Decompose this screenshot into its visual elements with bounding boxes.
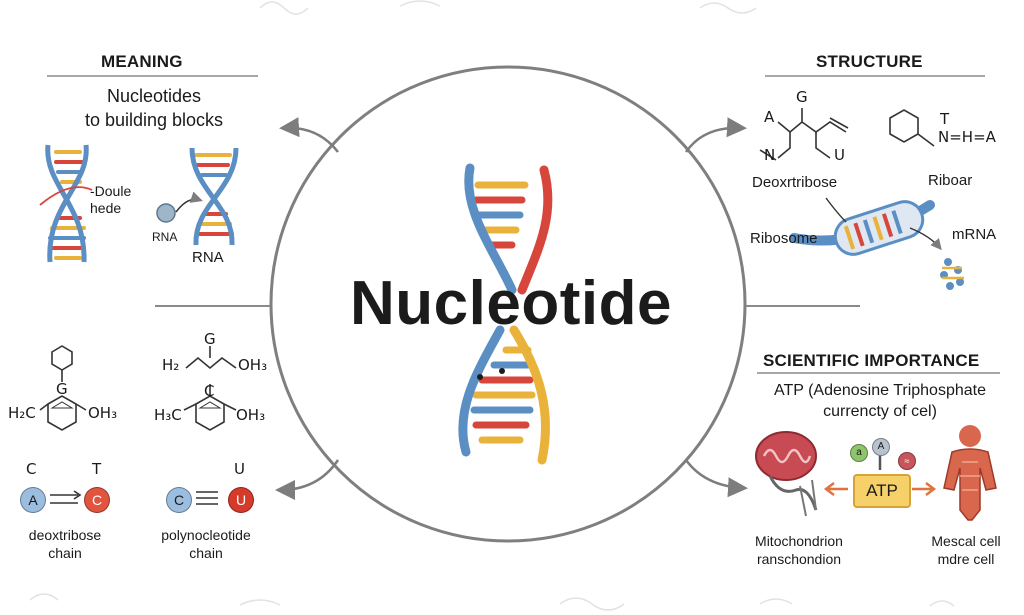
pair2-caption-line1: polynocleotide bbox=[161, 527, 251, 543]
base-a-circle: A bbox=[20, 487, 46, 513]
pair1-caption-line1: deoxtribose bbox=[28, 527, 102, 543]
ring2-right-label: OH₃ bbox=[236, 406, 266, 424]
muscle-caption-line1: Mescal cell bbox=[931, 533, 1001, 549]
importance-heading: SCIENTIFIC IMPORTANCE bbox=[763, 351, 980, 370]
pair2-caption: polynocleotide chain bbox=[146, 526, 266, 562]
mito-caption-line1: Mitochondrion bbox=[755, 533, 843, 549]
base-pair-bonds bbox=[50, 490, 218, 505]
ring1-left-label: H₂C bbox=[8, 404, 36, 422]
pair1-caption-line2: chain bbox=[48, 545, 82, 561]
ribo-t-label: T bbox=[940, 110, 950, 128]
base-c-blue-circle: C bbox=[166, 487, 192, 513]
central-dna-helix bbox=[458, 163, 553, 465]
pair1-top-right-label: T bbox=[92, 460, 102, 478]
meaning-rna-icon bbox=[156, 147, 239, 246]
meaning-dna-icon bbox=[39, 144, 93, 263]
muscle-body-icon bbox=[943, 425, 997, 521]
atp-flow-arrows bbox=[823, 455, 937, 496]
mrna-label: mRNA bbox=[952, 226, 997, 243]
pair2-caption-line2: chain bbox=[189, 545, 223, 561]
ring1-right-label: OH₃ bbox=[88, 404, 118, 422]
meaning-subtitle-line2: to building blocks bbox=[84, 110, 224, 130]
ribo-label: Riboar bbox=[928, 172, 973, 189]
divider-lines bbox=[47, 75, 1000, 374]
importance-text: ATP (Adenosine Triphosphate currencty of… bbox=[760, 380, 1000, 422]
base-ring-structures bbox=[39, 345, 237, 431]
base-c-circle: C bbox=[84, 487, 110, 513]
muscle-caption-line2: mdre cell bbox=[937, 551, 995, 567]
ring2-left-label: H₃C bbox=[154, 406, 182, 424]
muscle-caption: Mescal cell mdre cell bbox=[916, 532, 1016, 568]
central-circle bbox=[269, 65, 747, 543]
chem-u-label: U bbox=[834, 146, 845, 164]
importance-line2: currencty of cel) bbox=[823, 403, 937, 420]
atp-box: ATP bbox=[853, 474, 911, 508]
badge-muscle-icon: ≈ bbox=[898, 452, 916, 470]
structure-heading: STRUCTURE bbox=[816, 52, 923, 71]
rna-small-label: RNA bbox=[152, 230, 178, 244]
mito-caption-line2: ranschondion bbox=[756, 551, 842, 567]
structure-chem-sketch bbox=[759, 108, 849, 161]
meaning-subtitle-line1: Nucleotides bbox=[106, 86, 202, 106]
chain-oh3-label: OH₃ bbox=[238, 356, 268, 374]
ring2-top-label: C bbox=[204, 382, 215, 400]
chain-g-label: G bbox=[204, 330, 216, 348]
badge-a-green: a bbox=[850, 444, 868, 462]
main-title: Nucleotide bbox=[350, 269, 672, 338]
connector-arrows bbox=[275, 117, 748, 500]
importance-line1: ATP (Adenosine Triphosphate bbox=[774, 382, 986, 399]
dna-label: -Doule hede bbox=[90, 183, 131, 217]
ribosome-label: Ribosome bbox=[750, 230, 818, 247]
dna-label-line2: hede bbox=[90, 200, 122, 216]
chem-n-label: N bbox=[764, 146, 776, 164]
chain-h2-label: H₂ bbox=[162, 356, 180, 374]
mitochondrion-icon bbox=[755, 431, 818, 517]
ribo-nha-label: N=H=A bbox=[938, 128, 996, 146]
ribosome-icon bbox=[789, 197, 964, 290]
pair1-caption: deoxtribose chain bbox=[10, 526, 120, 562]
chem-g-label: G bbox=[796, 88, 808, 106]
base-u-circle: U bbox=[228, 487, 254, 513]
badge-a-grey: A bbox=[872, 438, 890, 456]
rna-label: RNA bbox=[192, 249, 224, 266]
mito-caption: Mitochondrion ranschondion bbox=[744, 532, 854, 568]
pair1-top-left-label: C bbox=[26, 460, 37, 478]
deoxyribose-label: Deoxrtribose bbox=[752, 174, 838, 191]
ring1-top-label: G bbox=[56, 380, 68, 398]
meaning-heading: MEANING bbox=[101, 52, 183, 71]
chem-a-label: A bbox=[764, 108, 775, 126]
dna-label-line1: -Doule bbox=[90, 183, 132, 199]
meaning-subtitle: Nucleotides to building blocks bbox=[40, 84, 268, 132]
ribose-phenyl-icon bbox=[889, 109, 935, 147]
background-ornaments bbox=[29, 0, 955, 611]
pair2-top-label: U bbox=[234, 460, 245, 478]
